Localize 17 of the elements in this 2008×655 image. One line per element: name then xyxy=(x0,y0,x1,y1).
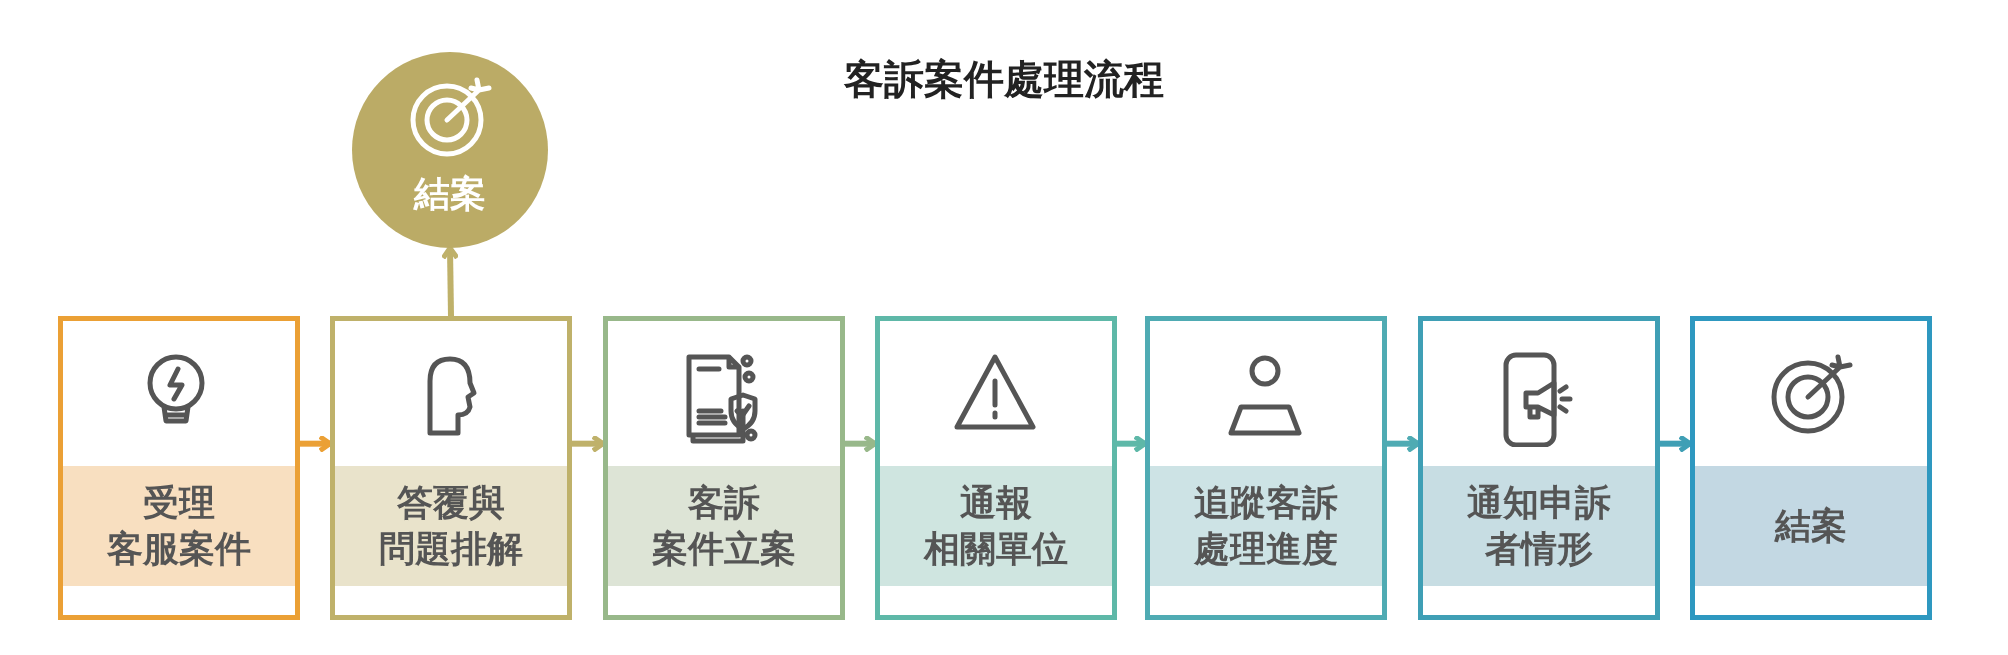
step-box xyxy=(1418,316,1660,620)
step-label: 答覆與問題排解 xyxy=(379,481,523,571)
step-box xyxy=(603,316,845,620)
step-box xyxy=(1145,316,1387,620)
arrow xyxy=(440,245,460,317)
step-box xyxy=(1690,316,1932,620)
step-label: 追蹤客訴處理進度 xyxy=(1194,481,1338,571)
step-box xyxy=(875,316,1117,620)
step-box xyxy=(330,316,572,620)
step-box xyxy=(58,316,300,620)
step-label: 通報相關單位 xyxy=(924,481,1068,571)
step-label: 結案 xyxy=(1775,504,1847,548)
circle-label: 結案 xyxy=(412,172,487,216)
step-label: 通知申訴者情形 xyxy=(1467,481,1611,571)
step-label: 受理客服案件 xyxy=(107,481,251,571)
step-label: 客訴案件立案 xyxy=(652,481,796,571)
title: 客訴案件處理流程 xyxy=(843,55,1165,104)
